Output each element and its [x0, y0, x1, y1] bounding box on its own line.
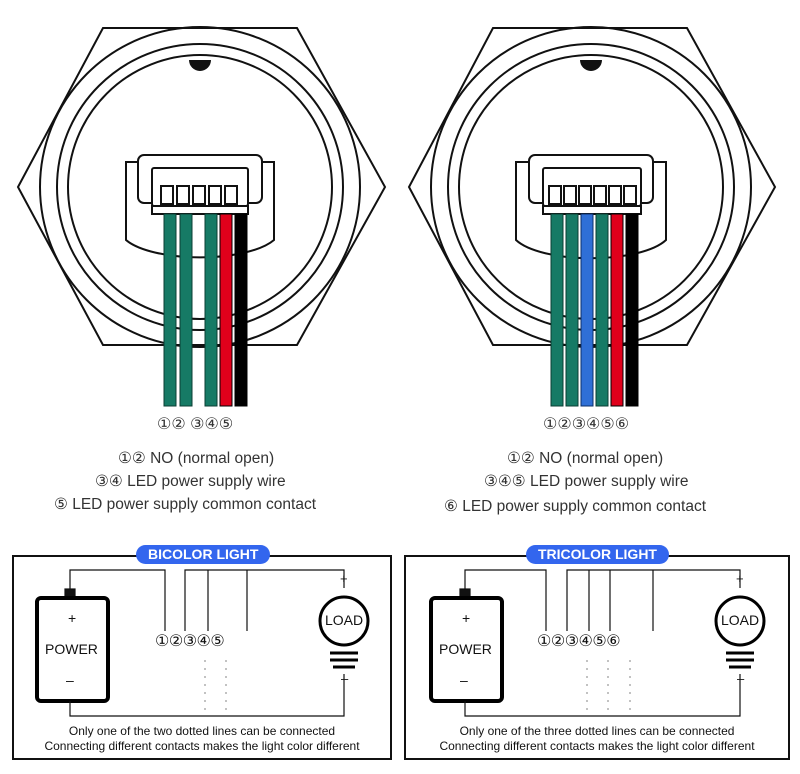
power-label: POWER [439, 641, 492, 657]
load-plus: + [736, 571, 744, 586]
battery-minus: – [460, 672, 468, 688]
legend-common: ⑤ LED power supply common contact [54, 496, 317, 513]
load-bulb-base [330, 651, 358, 669]
wire-4-teal [595, 213, 609, 407]
wire-4-red [219, 213, 233, 407]
tricolor-switch-drawing [407, 26, 777, 407]
outer-ring [39, 26, 361, 348]
key-notch [189, 60, 211, 71]
wire-6-black [625, 213, 639, 407]
note-line-2: Connecting different contacts makes the … [44, 739, 360, 753]
terminal-numbers: ①②③④⑤⑥ [537, 633, 621, 650]
battery-minus: – [66, 672, 74, 688]
load-bulb [318, 595, 370, 647]
tricolor-badge: TRICOLOR LIGHT [526, 545, 669, 564]
inner-ring [67, 54, 333, 320]
wire-5-black [234, 213, 248, 407]
note-line-1: Only one of the two dotted lines can be … [68, 724, 336, 738]
bicolor-wiring-lines [35, 569, 370, 717]
load-plus: + [340, 571, 348, 586]
tricolor-panel: ①②③④⑤⑥ ①② NO (normal open) ③④⑤ LED power… [400, 0, 800, 774]
wire-2-teal [565, 213, 579, 407]
bicolor-switch-drawing [16, 26, 387, 407]
middle-ring [56, 43, 344, 331]
wire-number-labels: ①②③④⑤⑥ [543, 416, 630, 433]
load-bulb [714, 595, 766, 647]
load-minus: – [737, 671, 745, 686]
power-label: POWER [45, 641, 98, 657]
connector-pins [548, 185, 637, 205]
wire-1-teal [163, 213, 177, 407]
connector-lip [151, 205, 249, 215]
note-line-2: Connecting different contacts makes the … [439, 739, 755, 753]
wire-5-red [610, 213, 624, 407]
note-line-1: Only one of the three dotted lines can b… [459, 724, 735, 738]
legend-led-wire: ③④⑤ LED power supply wire [484, 473, 689, 490]
bicolor-panel: ①② ③④⑤ ①② NO (normal open) ③④ LED power … [12, 26, 392, 760]
load-minus: – [341, 671, 349, 686]
battery-plus: + [68, 610, 77, 626]
load-bulb-base [726, 651, 754, 669]
legend-no: ①② NO (normal open) [507, 450, 664, 467]
legend-led-wire: ③④ LED power supply wire [95, 473, 286, 490]
battery-plus: + [462, 610, 471, 626]
hex-nut-outline [16, 27, 387, 346]
wire-3-blue [580, 213, 594, 407]
wire-1-teal [550, 213, 564, 407]
key-notch [580, 60, 602, 71]
wire-number-labels: ①② ③④⑤ [157, 416, 234, 433]
bicolor-badge: BICOLOR LIGHT [136, 545, 271, 564]
load-label: LOAD [325, 612, 364, 628]
terminal-numbers: ①②③④⑤ [155, 633, 225, 650]
connector-pins [160, 185, 238, 205]
wire-2-teal [179, 213, 193, 407]
tricolor-wiring-lines [429, 569, 766, 717]
load-label: LOAD [721, 612, 760, 628]
legend-common: ⑥ LED power supply common contact [444, 498, 707, 515]
legend-no: ①② NO (normal open) [118, 450, 275, 467]
wire-3-teal [204, 213, 218, 407]
hex-nut-outline [407, 27, 777, 346]
